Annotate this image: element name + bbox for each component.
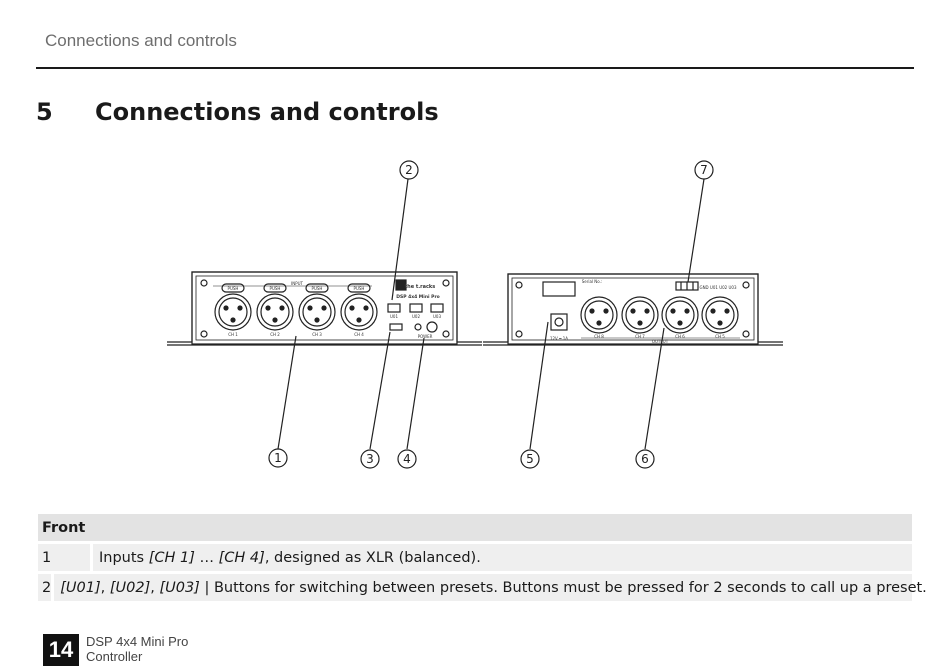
screw-icon (200, 279, 208, 287)
page-number: 14 (43, 634, 79, 666)
rear-channel-label: CH 7 (635, 334, 645, 339)
xlr-input-ch3 (298, 283, 336, 331)
callout-3 (360, 449, 380, 469)
callout-label-4: 4 (403, 452, 411, 466)
xlr-input-ch4 (340, 283, 378, 331)
footer-product: DSP 4x4 Mini Pro Controller (86, 634, 188, 664)
preset-label-u02: U02 (412, 314, 420, 319)
row-number: 2 (42, 579, 52, 596)
push-label: PUSH (354, 286, 365, 291)
push-label: PUSH (270, 286, 281, 291)
running-header: Connections and controls (45, 31, 237, 50)
remote-label: GND U01 U02 U03 (699, 285, 736, 290)
front-panel (167, 271, 482, 346)
row-number: 1 (42, 549, 52, 566)
preset-button-u03 (430, 303, 444, 313)
screw-icon (442, 279, 450, 287)
callout-label-5: 5 (526, 452, 534, 466)
rear-panel (483, 273, 783, 346)
model-label: DSP 4x4 Mini Pro (396, 294, 440, 300)
xlr-output-ch8 (580, 296, 618, 334)
dc-jack-icon (550, 313, 568, 331)
callout-5 (520, 449, 540, 469)
callout-label-2: 2 (405, 163, 413, 177)
rear-channel-label: CH 6 (675, 334, 685, 339)
screw-icon (442, 330, 450, 338)
front-channel-label: CH 1 (228, 332, 238, 337)
row-description: Inputs [CH 1] … [CH 4], designed as XLR … (90, 544, 912, 571)
xlr-output-ch7 (621, 296, 659, 334)
power-button-icon (426, 321, 438, 333)
table-row: 2 [U01], [U02], [U03] | Buttons for swit… (38, 574, 927, 601)
leader-line-6 (644, 327, 665, 450)
table-heading: Front (42, 519, 86, 536)
leader-line-2 (391, 178, 409, 301)
leader-line-1 (277, 335, 297, 450)
xlr-input-ch1 (214, 283, 252, 331)
header-divider (36, 67, 914, 69)
callout-4 (397, 449, 417, 469)
push-label: PUSH (312, 286, 323, 291)
section-title: Connections and controls (95, 98, 439, 126)
preset-button-u01 (387, 303, 401, 313)
power-led-icon (414, 323, 422, 331)
callout-label-6: 6 (641, 452, 649, 466)
section-number: 5 (36, 98, 53, 126)
leader-line-4 (406, 337, 425, 450)
controls-table: Front 1 Inputs [CH 1] … [CH 4], designed… (38, 514, 927, 604)
brand-logo: the t.racks (405, 284, 436, 290)
preset-button-u02 (409, 303, 423, 313)
front-channel-label: CH 4 (354, 332, 364, 337)
callout-2 (399, 160, 419, 180)
leader-line-7 (687, 178, 705, 283)
input-label: INPUT (291, 281, 304, 286)
screw-icon (200, 330, 208, 338)
table-heading-row: Front (38, 514, 912, 541)
callout-label-3: 3 (366, 452, 374, 466)
power-label: POWER (418, 334, 433, 339)
callout-label-1: 1 (274, 451, 282, 465)
callout-6 (635, 449, 655, 469)
callout-1 (268, 448, 288, 468)
front-channel-label: CH 3 (312, 332, 322, 337)
xlr-output-ch6 (661, 296, 699, 334)
output-label: OUTPUT (652, 339, 669, 344)
screw-icon (515, 281, 523, 289)
preset-label-u01: U01 (390, 314, 398, 319)
serial-number-plate (542, 281, 576, 297)
push-label: PUSH (228, 286, 239, 291)
table-row: 1 Inputs [CH 1] … [CH 4], designed as XL… (38, 544, 912, 571)
rear-channel-label: CH 5 (715, 334, 725, 339)
rear-channel-label: CH 8 (594, 334, 604, 339)
xlr-output-ch5 (701, 296, 739, 334)
footer-line-1: DSP 4x4 Mini Pro (86, 634, 189, 649)
row-description: [U01], [U02], [U03] | Buttons for switch… (51, 574, 927, 601)
callout-label-7: 7 (700, 163, 708, 177)
screw-icon (742, 330, 750, 338)
leader-line-5 (529, 321, 549, 450)
leader-line-3 (369, 331, 391, 450)
usb-port-icon (389, 323, 403, 331)
screw-icon (515, 330, 523, 338)
device-illustration: 2 7 1 3 4 5 6 INPUT PUSH PUSH PUSH PUSH … (167, 160, 783, 469)
serial-label: Serial No.: (582, 279, 603, 284)
front-channel-label: CH 2 (270, 332, 280, 337)
screw-icon (742, 281, 750, 289)
footer-line-2: Controller (86, 649, 143, 664)
callout-7 (694, 160, 714, 180)
preset-label-u03: U03 (433, 314, 441, 319)
dc-label: 12V ═ 1A (550, 336, 568, 341)
xlr-input-ch2 (256, 283, 294, 331)
